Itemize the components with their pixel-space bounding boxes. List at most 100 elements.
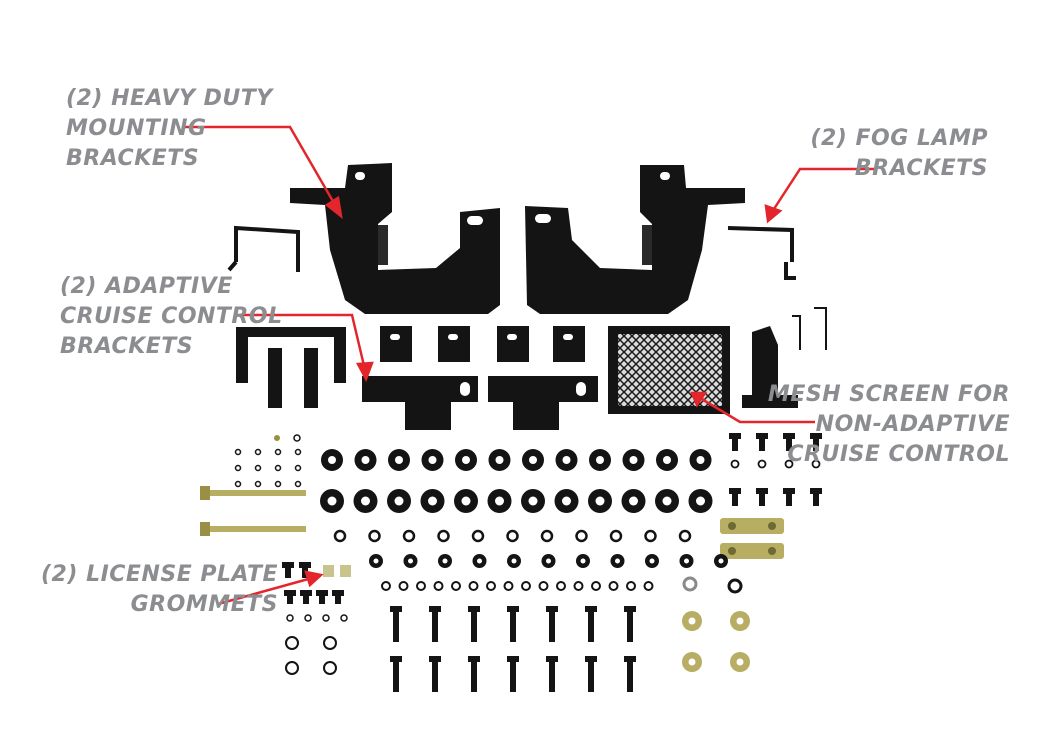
bolt-shank [759,494,765,506]
bolt-shank [285,568,291,578]
hex-keys [792,307,827,350]
arrow-mesh [690,391,815,424]
washer-hole [596,456,604,464]
small-washer [274,448,282,456]
bolt-shank [549,662,555,692]
bolt-head [429,656,441,662]
small-washer [416,581,426,591]
bolt-head [429,606,441,612]
callout-line: Grommets [130,592,278,617]
small-washer [521,581,531,591]
small-washer [254,464,262,472]
bolt-shank [627,662,633,692]
bolt-shank [813,439,819,451]
callout-adaptive-cruise-control-brackets: (2) Adaptive Cruise Control Brackets [60,272,283,362]
small-washer [556,581,566,591]
washer-hole [629,456,638,464]
bolt-shank [432,612,438,642]
small-washer [294,448,302,456]
callout-line: Brackets [854,156,988,181]
small-washer [451,581,461,591]
bolt-shank [588,662,594,692]
small-hardware [234,433,822,692]
mesh-screen [608,326,730,414]
washer-hole [562,496,571,506]
small-washer [381,581,391,591]
heavy-duty-mounting-bracket-right [525,165,745,314]
bolt-head [585,606,597,612]
callout-mesh-screen: Mesh Screen For Non-Adaptive Cruise Cont… [768,380,1010,470]
nut [644,529,657,543]
small-washer [254,480,262,488]
washer-hole [495,496,504,506]
callout-line: Brackets [66,146,200,171]
washer-hole [495,456,504,464]
callout-heavy-duty-brackets: (2) Heavy Duty Mounting Brackets [66,84,273,174]
washer-hole [688,617,696,625]
small-washer [730,459,740,469]
washer-hole [327,496,337,506]
nut [437,529,450,543]
small-washer [486,581,496,591]
bolt-shank [303,596,309,604]
license-plate-grommet [323,565,351,577]
bolt-shank [627,612,633,642]
small-washer [811,459,821,469]
bolt-shank [510,662,516,692]
bolt-head [390,656,402,662]
zinc-plate [720,518,784,534]
small-washer [274,480,282,488]
o-ring [285,636,299,650]
callout-license-plate-grommets: (2) License Plate Grommets [41,560,278,620]
washer-hole [696,456,705,464]
small-washer [468,581,479,591]
bolt-head [507,656,519,662]
bolt-head [729,488,741,494]
washer-hole [428,456,437,464]
washer-hole [394,496,404,506]
o-ring [285,661,299,675]
small-washer [293,434,301,442]
callout-line: Mesh Screen For [767,382,1010,407]
bolt-head [546,656,558,662]
callout-line: Cruise Control [60,304,283,329]
small-washer [643,581,654,591]
small-washer [304,614,312,622]
fog-lamp-bracket-left [227,225,300,272]
bolt-shank [471,662,477,692]
washer-hole [461,496,471,506]
small-tab-brackets [380,326,585,362]
callout-line: (2) License Plate [41,562,278,587]
washer-hole [696,496,705,506]
small-washer [234,480,242,488]
bolt-head [624,656,636,662]
bolt-shank [732,439,738,451]
washer-hole [615,558,620,564]
washer-hole [408,558,413,564]
nut [540,529,554,543]
small-washer [322,614,330,622]
washer-hole [595,496,605,506]
callout-fog-lamp-brackets: (2) Fog Lamp Brackets [810,124,988,184]
washer-hole [629,496,638,506]
bolt-head [810,488,822,494]
small-washer [294,464,302,472]
callout-line: (2) Fog Lamp [810,126,988,151]
arrow-fog-lamp [764,167,876,224]
bolt-head [284,590,296,596]
small-washer [274,464,282,472]
washer-hole [477,558,482,564]
nut [402,529,416,543]
adaptive-cruise-control-bracket-center-left [362,376,478,430]
bolt-shank [786,439,792,451]
bolt-head [729,433,741,439]
bolt-head [299,562,311,568]
small-washer [340,614,348,622]
bolt-shank [319,596,325,604]
zinc-plate [720,543,784,559]
nut [506,529,519,543]
washer-hole [529,456,537,464]
small-washer [433,581,444,591]
small-washer [591,581,601,591]
small-washer [286,614,294,622]
